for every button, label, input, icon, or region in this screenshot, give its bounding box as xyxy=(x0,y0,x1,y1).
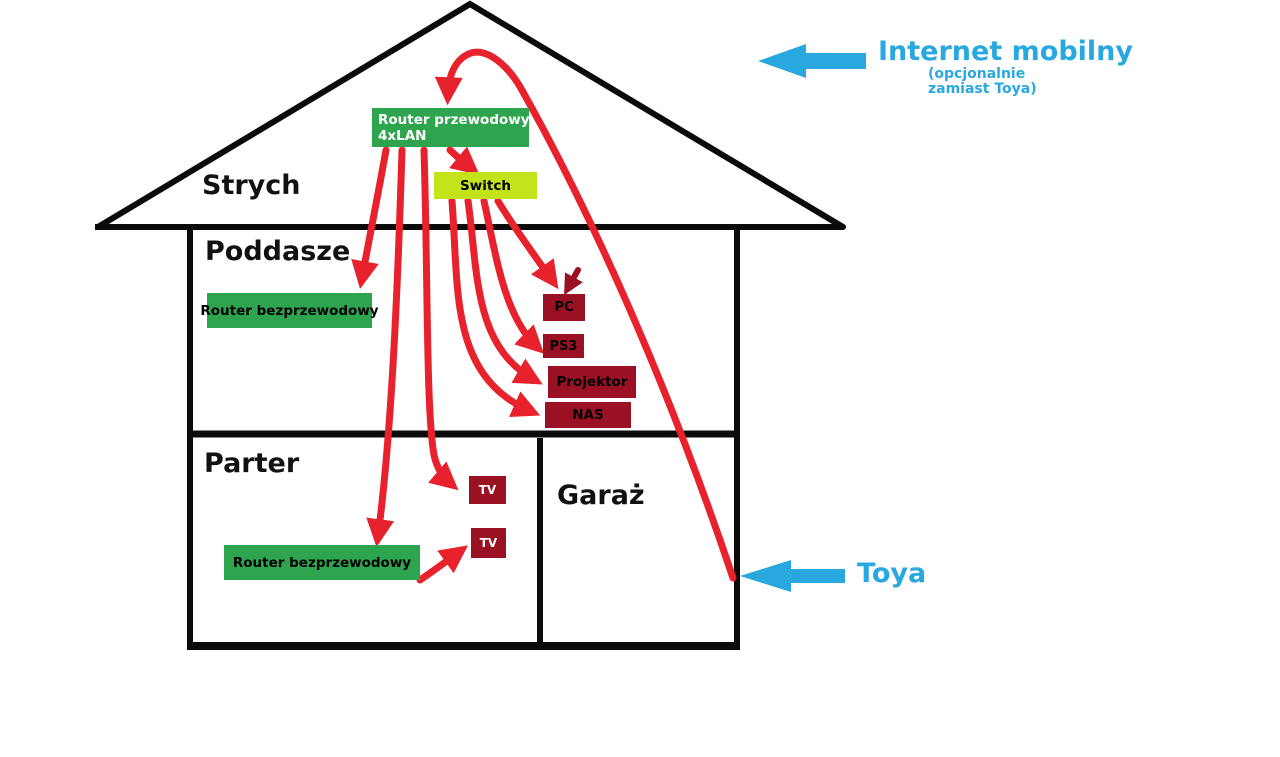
wireless-router-poddasze-label: Router bezprzewodowy xyxy=(200,302,379,319)
wired-router-label-line1: Router przewodowy xyxy=(378,111,530,128)
cable-wired-router-to-tv1 xyxy=(420,146,459,491)
ps3-label: PS3 xyxy=(549,338,578,354)
tv2-box: TV xyxy=(471,528,506,558)
wired-router-box: Router przewodowy 4xLAN xyxy=(372,108,530,147)
wireless-router-parter-label: Router bezprzewodowy xyxy=(232,554,412,571)
toya-title: Toya xyxy=(857,558,927,589)
cable-switch-to-nas xyxy=(448,197,541,417)
cable-wired-router-to-poddasze-router xyxy=(351,146,390,290)
toya-arrow xyxy=(740,560,845,592)
tv1-label: TV xyxy=(478,483,497,497)
switch-label: Switch xyxy=(460,177,511,194)
wired-router-label-line2: 4xLAN xyxy=(378,127,427,144)
nas-box: NAS xyxy=(545,402,631,428)
roof-outline xyxy=(95,0,846,230)
internet-mobilny-title: Internet mobilny xyxy=(878,36,1133,67)
cable-wired-router-to-switch xyxy=(446,146,480,176)
room-label-poddasze: Poddasze xyxy=(205,236,351,267)
cable-switch-to-pc xyxy=(494,197,559,290)
nas-label: NAS xyxy=(572,407,604,423)
ps3-box: PS3 xyxy=(543,334,584,358)
cable-switch-to-ps3 xyxy=(480,197,545,354)
internet-mobilny-arrow xyxy=(758,44,866,78)
cable-wired-router-to-parter-router xyxy=(366,146,406,548)
projektor-box: Projektor xyxy=(548,366,636,398)
internet-mobilny-note-line2: zamiast Toya) xyxy=(928,81,1037,97)
cable-toya-to-wired-router xyxy=(434,48,737,582)
pc-box: PC xyxy=(543,294,585,321)
pc-stub-mark xyxy=(564,267,583,296)
switch-box: Switch xyxy=(434,172,537,199)
room-label-parter: Parter xyxy=(204,448,300,479)
internet-mobilny-note: (opcjonalnie zamiast Toya) xyxy=(928,67,1037,97)
wireless-router-poddasze-box: Router bezprzewodowy xyxy=(200,293,379,328)
cable-parter-router-to-tv2 xyxy=(416,545,469,584)
room-label-strych: Strych xyxy=(202,170,301,201)
tv2-label: TV xyxy=(479,536,498,550)
pc-label: PC xyxy=(554,300,574,315)
cable-switch-to-projektor xyxy=(464,197,543,385)
projektor-label: Projektor xyxy=(556,374,628,390)
tv1-box: TV xyxy=(469,476,506,504)
internet-mobilny-note-line1: (opcjonalnie xyxy=(928,66,1026,82)
room-label-garaz: Garaż xyxy=(557,480,645,511)
wireless-router-parter-box: Router bezprzewodowy xyxy=(224,545,420,580)
